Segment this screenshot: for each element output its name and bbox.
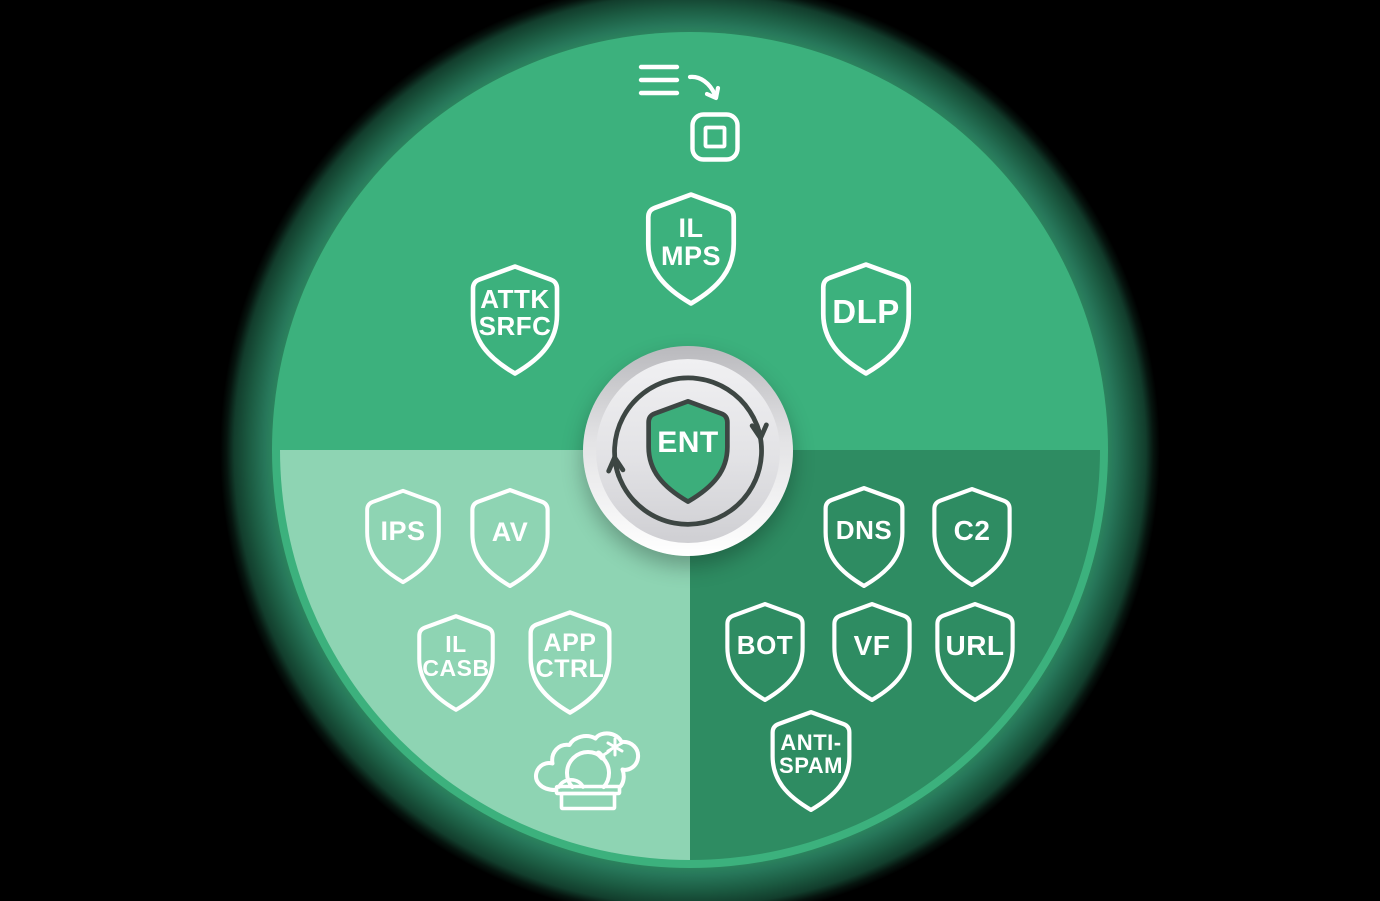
shield-icon [645, 192, 737, 306]
shield-label: AV [491, 516, 529, 547]
shield-badge-il-casb: IL CASB [414, 612, 498, 714]
shield-icon [725, 602, 805, 702]
shield-icon [823, 486, 905, 588]
shield-label: ATTK SRFC [478, 284, 552, 342]
shield-badge-dlp: DLP [817, 260, 915, 378]
shield-badge-av: AV [467, 486, 553, 590]
shield-icon [820, 262, 912, 376]
shield-icon [528, 610, 612, 715]
shield-icon [932, 487, 1012, 587]
shield-badge-anti-spam: ANTI- SPAM [767, 708, 855, 814]
shield-icon [770, 710, 852, 812]
shield-label: DNS [835, 515, 893, 546]
shield-badge-c2: C2 [929, 485, 1015, 589]
sync-arrows-icon [606, 375, 769, 527]
shield-label: C2 [953, 515, 991, 547]
shield-icon [935, 602, 1015, 702]
shield-badge-ips: IPS [362, 487, 444, 586]
center-label: ENT [657, 426, 719, 459]
quadrant-clip [280, 40, 1100, 860]
shield-icon [470, 264, 560, 376]
traffic-flow-icon [634, 56, 746, 168]
shield-label: ANTI- SPAM [779, 729, 843, 778]
cloud-sandbox-bomb-icon [528, 726, 654, 814]
shield-icon [417, 614, 495, 712]
shield-label: IL MPS [660, 213, 721, 272]
shield-label: BOT [736, 630, 794, 661]
shield-badge-url: URL [932, 600, 1018, 704]
shield-icon [470, 488, 550, 588]
shield-label: IL CASB [422, 631, 490, 682]
shield-badge-vf: VF [829, 600, 915, 704]
shield-icon [832, 602, 912, 702]
ent-shield-icon [646, 399, 730, 504]
shield-label: URL [945, 630, 1005, 662]
shield-label: IPS [380, 515, 426, 546]
shield-badge-app-ctrl: APP CTRL [525, 608, 615, 717]
shield-badge-il-mps: IL MPS [642, 190, 740, 308]
shield-label: DLP [832, 292, 900, 330]
shield-label: VF [853, 630, 891, 662]
shield-badge-dns: DNS [820, 484, 908, 590]
ent-center-button: ENT [583, 346, 793, 556]
shield-badge-bot: BOT [722, 600, 808, 704]
shield-badge-attk-srfc: ATTK SRFC [467, 262, 563, 378]
shield-icon [365, 488, 441, 585]
shield-label: APP CTRL [535, 629, 605, 684]
